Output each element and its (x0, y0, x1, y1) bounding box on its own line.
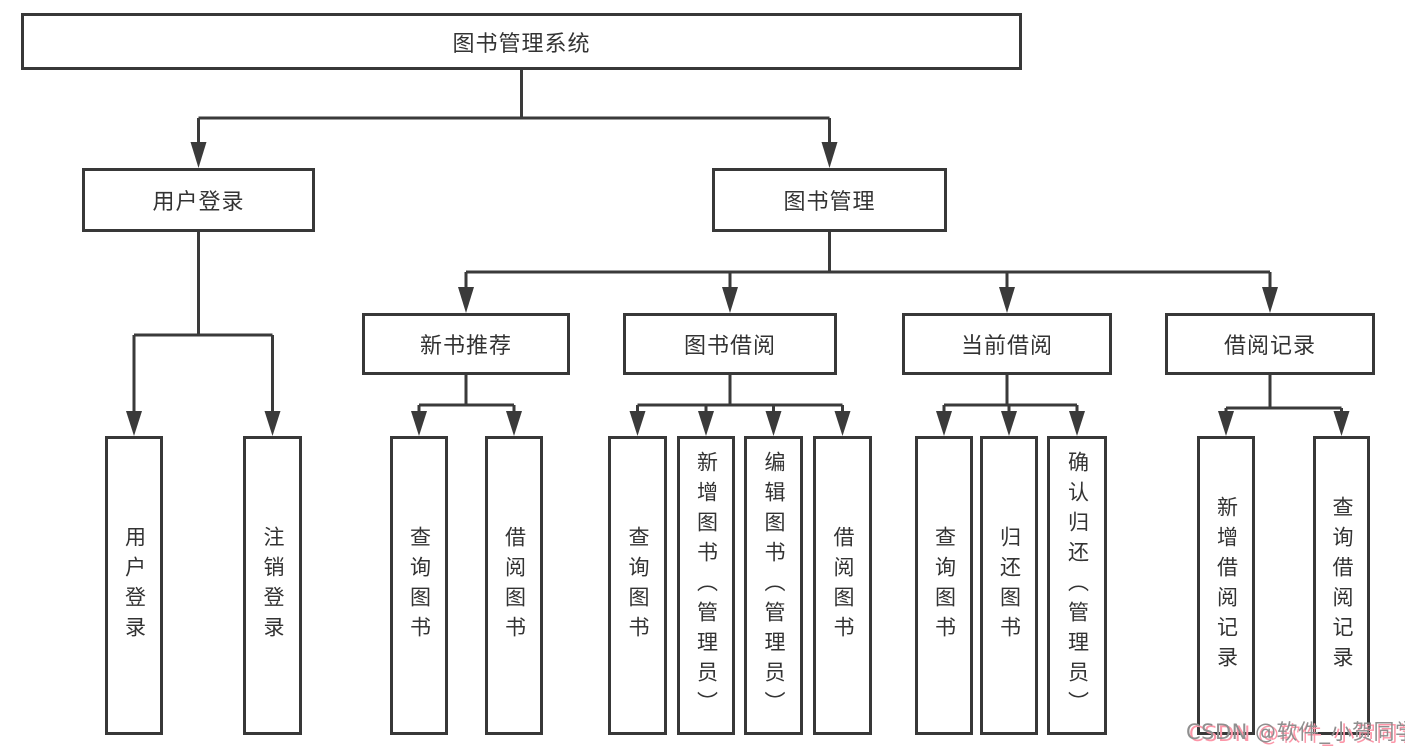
leaf-return-books: 归还图书 (980, 436, 1038, 735)
node-label: 新增借阅记录 (1214, 495, 1239, 676)
node-label: 查询图书 (932, 525, 957, 646)
leaf-logout: 注销登录 (243, 436, 302, 735)
leaf-query-books-2: 查询图书 (608, 436, 667, 735)
node-label: 新增图书（管理员） (694, 450, 719, 721)
csdn-watermark: CSDN @软件_小贺同学 (1186, 720, 1405, 744)
node-label: 查询图书 (407, 525, 432, 646)
node-label: 借阅图书 (502, 525, 527, 646)
node-label: 图书管理系统 (452, 31, 591, 57)
node-user-login: 用户登录 (82, 168, 315, 232)
node-label: 注销登录 (261, 525, 286, 646)
arrowhead (722, 287, 738, 313)
node-book-borrowing: 图书借阅 (623, 313, 837, 375)
connector-borrowing-records (1218, 375, 1350, 436)
node-label: 新书推荐 (419, 334, 512, 359)
arrowhead (698, 411, 714, 436)
leaf-borrow-books-1: 借阅图书 (485, 436, 543, 735)
leaf-borrow-books-2: 借阅图书 (813, 436, 872, 735)
node-library-system: 图书管理系统 (21, 13, 1022, 70)
node-label: 借阅图书 (831, 525, 856, 646)
node-label: 借阅记录 (1223, 334, 1316, 359)
arrowhead (765, 411, 782, 436)
arrowhead (1262, 287, 1278, 313)
node-label: 查询借阅记录 (1330, 495, 1355, 676)
connector-user-login (126, 232, 281, 436)
connector-root (190, 70, 838, 168)
arrowhead (629, 411, 646, 436)
arrowhead (821, 142, 838, 168)
node-label: 当前借阅 (960, 334, 1053, 359)
arrowhead (936, 411, 952, 436)
node-label: 确认归还（管理员） (1065, 450, 1090, 721)
connector-book-borrowing (629, 375, 851, 436)
node-book-management: 图书管理 (712, 168, 947, 232)
leaf-query-books-1: 查询图书 (390, 436, 448, 735)
connector-new-book-recommend (411, 375, 522, 436)
node-label: 图书借阅 (683, 334, 776, 359)
leaf-query-books-3: 查询图书 (915, 436, 973, 735)
node-borrowing-records: 借阅记录 (1165, 313, 1375, 375)
connector-book-management (458, 232, 1278, 313)
arrowhead (264, 411, 281, 436)
node-label: 查询图书 (626, 525, 651, 646)
connector-current-borrowing (936, 375, 1085, 436)
arrowhead (1333, 411, 1350, 436)
leaf-confirm-return-admin: 确认归还（管理员） (1047, 436, 1107, 735)
arrowhead (411, 411, 427, 436)
leaf-add-borrow-record: 新增借阅记录 (1197, 436, 1255, 735)
arrowhead (1218, 411, 1234, 436)
node-current-borrowing: 当前借阅 (902, 313, 1112, 375)
arrowhead (1001, 411, 1017, 436)
node-label: 编辑图书（管理员） (762, 450, 787, 721)
leaf-query-borrow-record: 查询借阅记录 (1313, 436, 1370, 735)
arrowhead (126, 411, 142, 436)
arrowhead (1069, 411, 1085, 436)
arrowhead (834, 411, 851, 436)
arrowhead (190, 142, 207, 168)
node-label: 图书管理 (783, 190, 876, 215)
node-label: 归还图书 (997, 525, 1022, 646)
node-label: 用户登录 (152, 190, 245, 215)
leaf-edit-book-admin: 编辑图书（管理员） (744, 436, 803, 735)
arrowhead (999, 287, 1015, 313)
node-label: 用户登录 (122, 525, 147, 646)
node-new-book-recommend: 新书推荐 (362, 313, 570, 375)
leaf-add-book-admin: 新增图书（管理员） (677, 436, 735, 735)
arrowhead (506, 411, 522, 436)
leaf-user-login: 用户登录 (105, 436, 163, 735)
arrowhead (458, 287, 474, 313)
